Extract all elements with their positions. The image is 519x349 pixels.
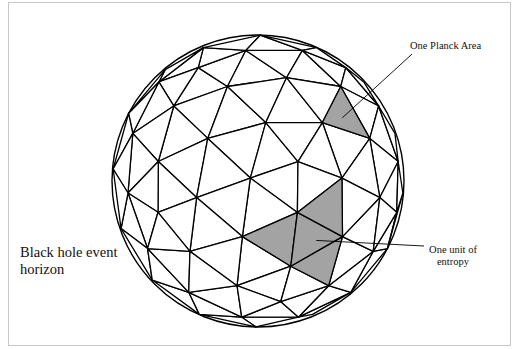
- sphere-triangle: [189, 251, 237, 292]
- sphere-triangle: [121, 229, 152, 280]
- shaded-triangle: [242, 212, 297, 266]
- sphere-triangle: [148, 249, 190, 293]
- sphere-triangle: [113, 169, 128, 229]
- sphere-triangle: [342, 178, 380, 237]
- leader-line: [316, 240, 424, 246]
- shaded-triangle: [322, 86, 369, 138]
- figure-label: Black hole event horizon: [20, 244, 130, 277]
- horizon-outline: [112, 35, 404, 327]
- sphere-triangle: [148, 212, 190, 251]
- callout-label: One unit of entropy: [420, 244, 486, 268]
- callout-label: One Planck Area: [410, 40, 506, 52]
- leader-line: [342, 54, 412, 118]
- sphere-triangle: [302, 48, 345, 68]
- geodesic-sphere: [112, 35, 404, 327]
- sphere-triangle: [397, 162, 403, 213]
- sphere-triangle: [198, 48, 246, 68]
- shaded-triangle: [297, 178, 342, 237]
- sphere-triangle: [129, 82, 159, 133]
- sphere-triangle: [379, 106, 399, 162]
- sphere-triangle: [237, 286, 281, 318]
- sphere-triangle: [260, 35, 316, 50]
- frame: [9, 3, 511, 346]
- leader-lines: [316, 54, 424, 246]
